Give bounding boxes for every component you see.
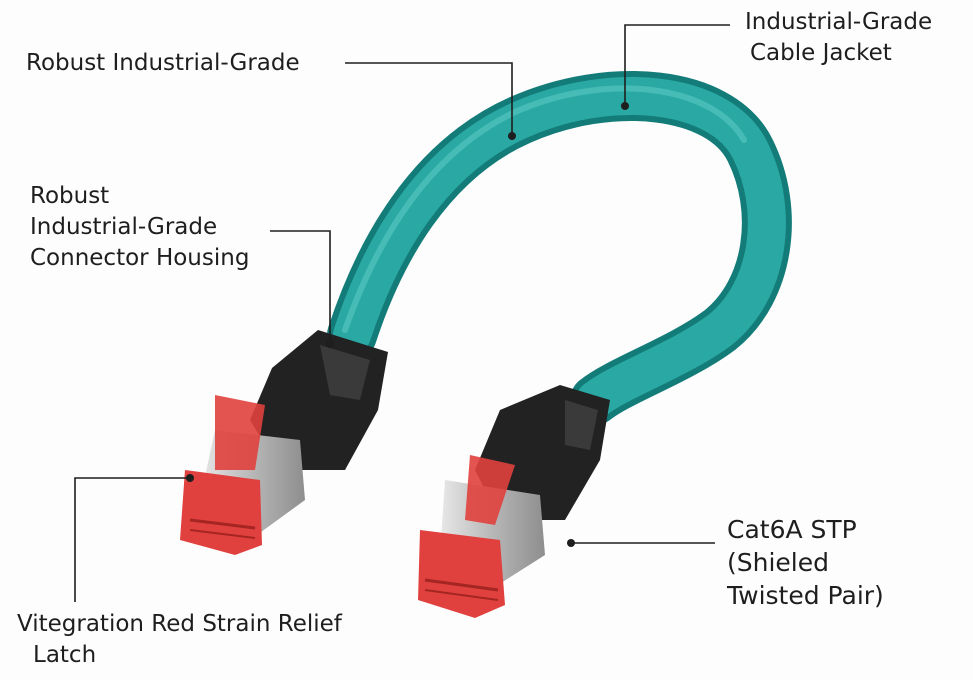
leader-dot — [621, 102, 629, 110]
right-latch — [465, 455, 515, 525]
label-line: Connector Housing — [30, 245, 250, 271]
leader-housing — [270, 230, 331, 343]
label-line: Industrial-Grade — [745, 9, 933, 35]
label-line: Vitegration Red Strain Relief — [17, 611, 342, 637]
label-line: Twisted Pair) — [727, 581, 884, 610]
label-strain-relief-latch: Vitegration Red Strain Relief Latch — [17, 609, 342, 671]
leader-dot — [326, 340, 334, 348]
left-latch — [215, 395, 265, 470]
leader-dot — [567, 539, 575, 547]
right-plug — [418, 530, 505, 618]
label-line: Cat6A STP — [727, 515, 857, 544]
label-cat6a-stp: Cat6A STP (Shieled Twisted Pair) — [727, 513, 884, 612]
label-line: (Shieled — [727, 548, 829, 577]
label-connector-housing: Robust Industrial-Grade Connector Housin… — [30, 181, 249, 274]
label-cable-jacket: Industrial-Grade Cable Jacket — [745, 7, 932, 69]
right-connector — [418, 385, 610, 618]
leader-top-right — [624, 24, 730, 105]
leader-lines — [74, 24, 730, 602]
leader-dot — [508, 132, 516, 140]
label-robust-industrial-grade: Robust Industrial-Grade — [26, 50, 300, 76]
label-line: Robust — [30, 183, 110, 209]
left-plug — [180, 470, 262, 555]
label-line: Latch — [33, 642, 97, 668]
left-connector — [180, 330, 388, 555]
leader-dot — [186, 474, 194, 482]
leader-latch — [74, 477, 190, 602]
label-line: Cable Jacket — [750, 40, 892, 66]
leader-top-left — [345, 62, 513, 135]
label-line: Industrial-Grade — [30, 214, 218, 240]
